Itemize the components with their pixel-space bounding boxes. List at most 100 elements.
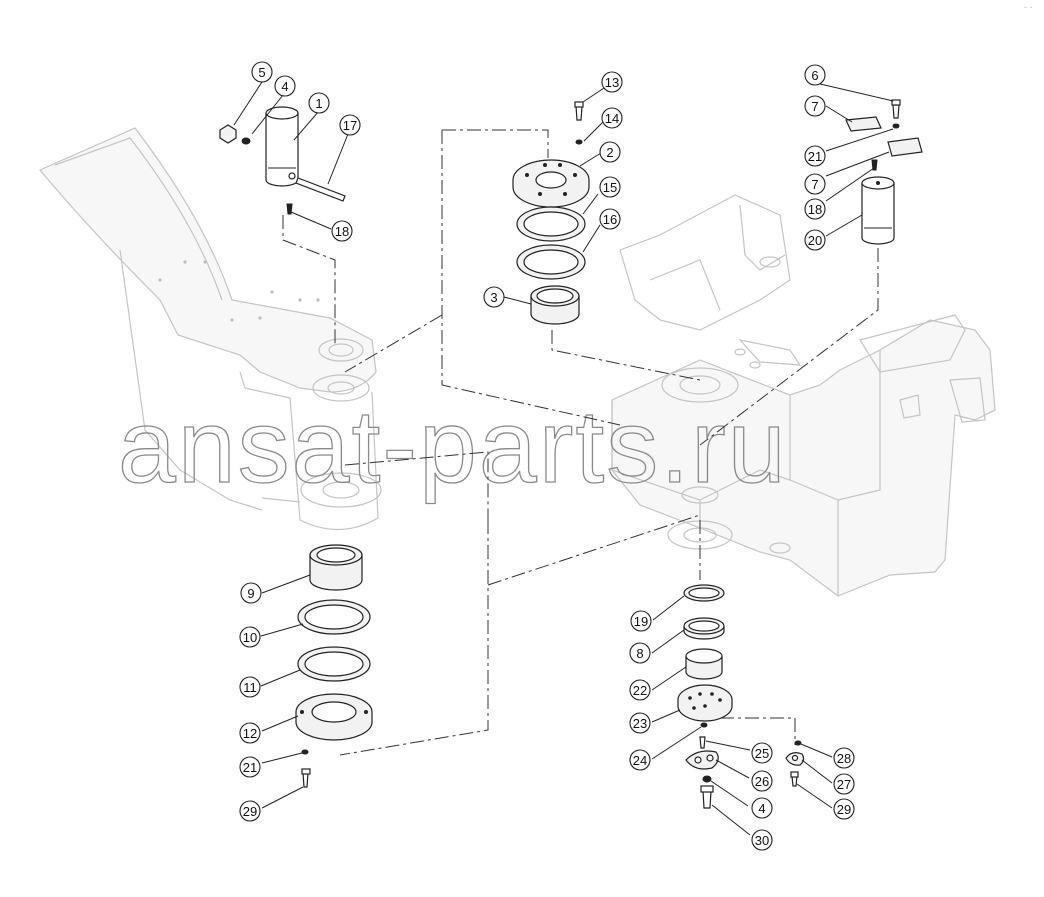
part-bolt-25 bbox=[699, 736, 706, 749]
svg-text:30: 30 bbox=[755, 833, 769, 848]
svg-text:17: 17 bbox=[343, 118, 357, 133]
part-shim-15 bbox=[516, 206, 586, 242]
svg-text:6: 6 bbox=[811, 68, 818, 83]
callout-27: 27 bbox=[833, 773, 855, 795]
part-seal-19 bbox=[683, 584, 725, 602]
part-washer-21-top bbox=[892, 123, 900, 129]
callout-bubbles: 5 4 1 17 18 13 14 2 15 16 3 6 7 21 7 18 … bbox=[239, 61, 855, 851]
callout-12: 12 bbox=[239, 722, 261, 744]
callout-29: 29 bbox=[239, 800, 261, 822]
svg-text:7: 7 bbox=[811, 177, 818, 192]
part-washer-21-bottom bbox=[301, 749, 309, 755]
callout-16: 16 bbox=[599, 208, 621, 230]
callout-4: 4 bbox=[274, 75, 296, 97]
svg-text:5: 5 bbox=[258, 65, 265, 80]
part-pin-1 bbox=[265, 106, 299, 187]
part-pin-20 bbox=[861, 176, 895, 245]
callout-29: 29 bbox=[833, 798, 855, 820]
part-bolt-29-left bbox=[301, 768, 311, 788]
callout-10: 10 bbox=[239, 626, 261, 648]
part-bushing-22 bbox=[685, 648, 723, 680]
watermark-text: ansat-parts.ru bbox=[118, 389, 788, 505]
svg-text:9: 9 bbox=[247, 586, 254, 601]
callout-30: 30 bbox=[751, 829, 773, 851]
svg-text:13: 13 bbox=[605, 75, 619, 90]
callout-13: 13 bbox=[601, 71, 623, 93]
part-plate-23 bbox=[677, 684, 733, 722]
part-lock-plate-27 bbox=[785, 752, 805, 766]
svg-text:26: 26 bbox=[755, 774, 769, 789]
callout-24: 24 bbox=[629, 749, 651, 771]
callout-14: 14 bbox=[601, 107, 623, 129]
part-washer-4-bottom bbox=[702, 775, 712, 783]
part-washer-4-top bbox=[241, 137, 251, 145]
callout-15: 15 bbox=[599, 176, 621, 198]
callout-11: 11 bbox=[239, 676, 261, 698]
assembly-axes bbox=[282, 129, 879, 756]
svg-text:3: 3 bbox=[490, 290, 497, 305]
callout-4: 4 bbox=[751, 797, 773, 819]
callout-6: 6 bbox=[804, 64, 826, 86]
part-bolt-17 bbox=[295, 177, 346, 202]
part-bearing-3 bbox=[530, 285, 580, 325]
part-bolt-29-right bbox=[790, 771, 799, 787]
svg-text:1: 1 bbox=[315, 96, 322, 111]
part-ring-8 bbox=[683, 617, 725, 640]
svg-text:7: 7 bbox=[811, 99, 818, 114]
callout-7: 7 bbox=[804, 173, 826, 195]
svg-text:25: 25 bbox=[755, 746, 769, 761]
callout-5: 5 bbox=[251, 61, 273, 83]
svg-text:27: 27 bbox=[837, 777, 851, 792]
part-washer-24 bbox=[700, 722, 708, 728]
callout-25: 25 bbox=[751, 742, 773, 764]
svg-text:8: 8 bbox=[636, 646, 643, 661]
part-plate-7-upper bbox=[845, 116, 882, 132]
svg-text:23: 23 bbox=[633, 716, 647, 731]
svg-text:28: 28 bbox=[837, 751, 851, 766]
callout-17: 17 bbox=[339, 114, 361, 136]
part-plate-7-lower bbox=[887, 137, 923, 157]
callout-7: 7 bbox=[804, 95, 826, 117]
part-nut-5 bbox=[219, 124, 237, 144]
part-shim-11 bbox=[297, 646, 371, 682]
right-main-frame bbox=[611, 194, 996, 597]
leader-lines bbox=[233, 81, 894, 836]
part-lock-plate-26 bbox=[685, 750, 719, 770]
callout-21: 21 bbox=[239, 756, 261, 778]
left-arm-frame bbox=[39, 127, 382, 531]
part-shim-10 bbox=[297, 599, 371, 635]
part-shim-16 bbox=[516, 244, 586, 280]
part-bolt-30 bbox=[700, 785, 714, 809]
svg-text:18: 18 bbox=[335, 224, 349, 239]
part-flange-12 bbox=[295, 693, 373, 741]
callout-21: 21 bbox=[804, 145, 826, 167]
svg-text:29: 29 bbox=[837, 802, 851, 817]
svg-text:4: 4 bbox=[758, 801, 765, 816]
svg-text:15: 15 bbox=[603, 180, 617, 195]
svg-text:11: 11 bbox=[243, 680, 257, 695]
corner-mark: - - bbox=[1024, 2, 1033, 12]
svg-text:2: 2 bbox=[606, 145, 613, 160]
part-bolt-13 bbox=[574, 101, 584, 121]
callout-2: 2 bbox=[599, 141, 621, 163]
callout-28: 28 bbox=[833, 747, 855, 769]
svg-text:18: 18 bbox=[808, 202, 822, 217]
svg-text:4: 4 bbox=[281, 79, 288, 94]
svg-text:21: 21 bbox=[808, 149, 822, 164]
part-grease-nipple-18-left bbox=[286, 203, 293, 215]
callout-1: 1 bbox=[308, 92, 330, 114]
callout-18: 18 bbox=[804, 198, 826, 220]
callout-8: 8 bbox=[629, 642, 651, 664]
part-grease-nipple-18-right bbox=[871, 159, 878, 171]
callout-23: 23 bbox=[629, 712, 651, 734]
svg-text:20: 20 bbox=[808, 233, 822, 248]
part-flange-2 bbox=[512, 159, 590, 208]
svg-text:10: 10 bbox=[243, 630, 257, 645]
callout-20: 20 bbox=[804, 229, 826, 251]
svg-text:16: 16 bbox=[603, 212, 617, 227]
svg-text:12: 12 bbox=[243, 726, 257, 741]
callout-22: 22 bbox=[629, 679, 651, 701]
svg-text:14: 14 bbox=[605, 111, 619, 126]
svg-text:21: 21 bbox=[243, 760, 257, 775]
